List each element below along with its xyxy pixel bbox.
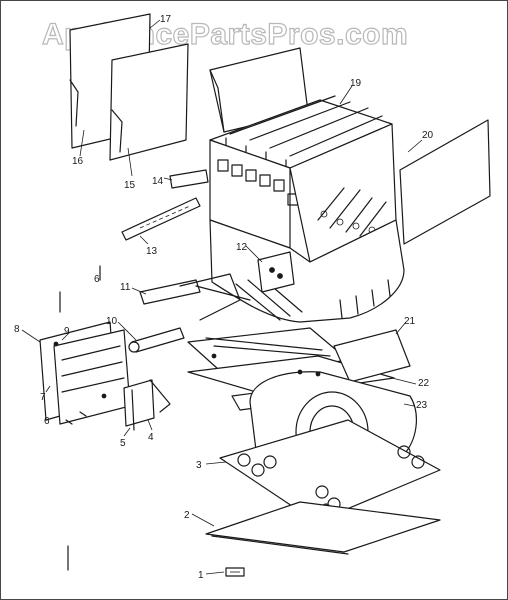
side-panel [399, 119, 491, 245]
label-7: 7 [40, 392, 46, 403]
label-12: 12 [236, 242, 248, 253]
label-4: 4 [148, 432, 154, 443]
label-14: 14 [152, 176, 164, 187]
divider-panel [333, 329, 411, 383]
label-2: 2 [184, 510, 190, 521]
label-13: 13 [146, 246, 158, 257]
label-8: 8 [14, 324, 20, 335]
label-6a: 6 [94, 274, 100, 285]
small-clip [225, 567, 245, 577]
manifold-rail [121, 197, 201, 241]
front-panel-assembly [39, 321, 131, 425]
label-20: 20 [422, 130, 434, 141]
insulation-panels [69, 13, 189, 161]
screws [59, 265, 321, 571]
label-15: 15 [124, 180, 136, 191]
label-11: 11 [120, 282, 131, 293]
label-10: 10 [106, 316, 118, 327]
bar-14 [169, 169, 209, 189]
label-23: 23 [416, 400, 428, 411]
gas-valve [139, 273, 251, 321]
label-5: 5 [120, 438, 126, 449]
label-19: 19 [350, 78, 362, 89]
label-3: 3 [196, 460, 202, 471]
small-brackets [123, 379, 171, 431]
label-17: 17 [160, 14, 172, 25]
bottom-panel [205, 501, 441, 555]
leader-lines [21, 19, 423, 575]
part-labels: 17 16 15 19 20 14 13 12 11 10 6 21 22 23… [14, 14, 434, 581]
label-1: 1 [198, 570, 204, 581]
base-pan [219, 419, 441, 523]
label-22: 22 [418, 378, 430, 389]
control-bracket [257, 251, 295, 293]
pipe-10 [128, 327, 185, 353]
label-16: 16 [72, 156, 84, 167]
label-21: 21 [404, 316, 416, 327]
heat-exchanger-cabinet [209, 95, 405, 323]
label-9: 9 [64, 326, 70, 337]
label-6b: 6 [44, 416, 50, 427]
